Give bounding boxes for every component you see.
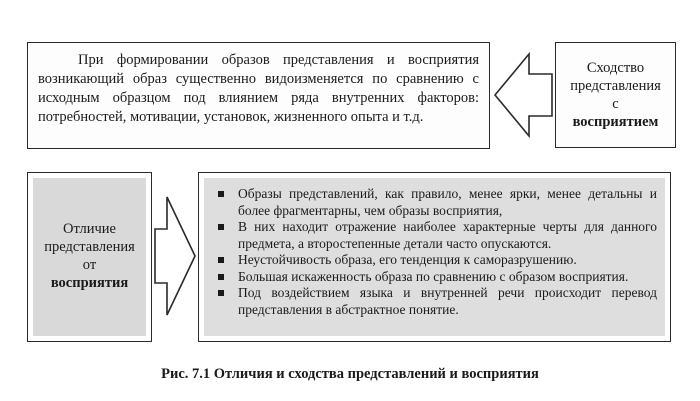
differences-list-shaded: Образы представлений, как правило, менее… (204, 178, 665, 336)
difference-line-4: восприятия (50, 275, 129, 291)
similarity-line-1: Сходство (586, 60, 645, 76)
similarity-label-box: Сходство представления с восприятием (555, 42, 676, 148)
differences-list: Образы представлений, как правило, менее… (214, 186, 657, 318)
difference-label-shaded: Отличие представления от восприятия (33, 178, 146, 336)
formation-text: При формировании образов представления и… (38, 52, 479, 125)
formation-text-box: При формировании образов представления и… (27, 42, 490, 149)
differences-list-box: Образы представлений, как правило, менее… (198, 172, 671, 342)
left-arrow-icon (493, 52, 553, 138)
difference-line-1: Отличие (63, 221, 116, 237)
similarity-line-4: восприятием (572, 114, 659, 130)
right-arrow-icon (154, 196, 196, 316)
similarity-line-3: с (612, 96, 619, 112)
list-item: Большая искаженность образа по сравнению… (214, 269, 657, 286)
figure-caption: Рис. 7.1 Отличия и сходства представлени… (161, 366, 539, 382)
difference-line-2: представления (44, 239, 135, 255)
difference-line-3: от (82, 257, 97, 273)
list-item: В них находит отражение наиболее характе… (214, 219, 657, 252)
difference-label-box: Отличие представления от восприятия (27, 172, 152, 342)
list-item: Образы представлений, как правило, менее… (214, 186, 657, 219)
list-item: Неустойчивость образа, его тенденция к с… (214, 252, 657, 269)
list-item: Под воздействием языка и внутренней речи… (214, 285, 657, 318)
similarity-line-2: представления (570, 78, 661, 94)
